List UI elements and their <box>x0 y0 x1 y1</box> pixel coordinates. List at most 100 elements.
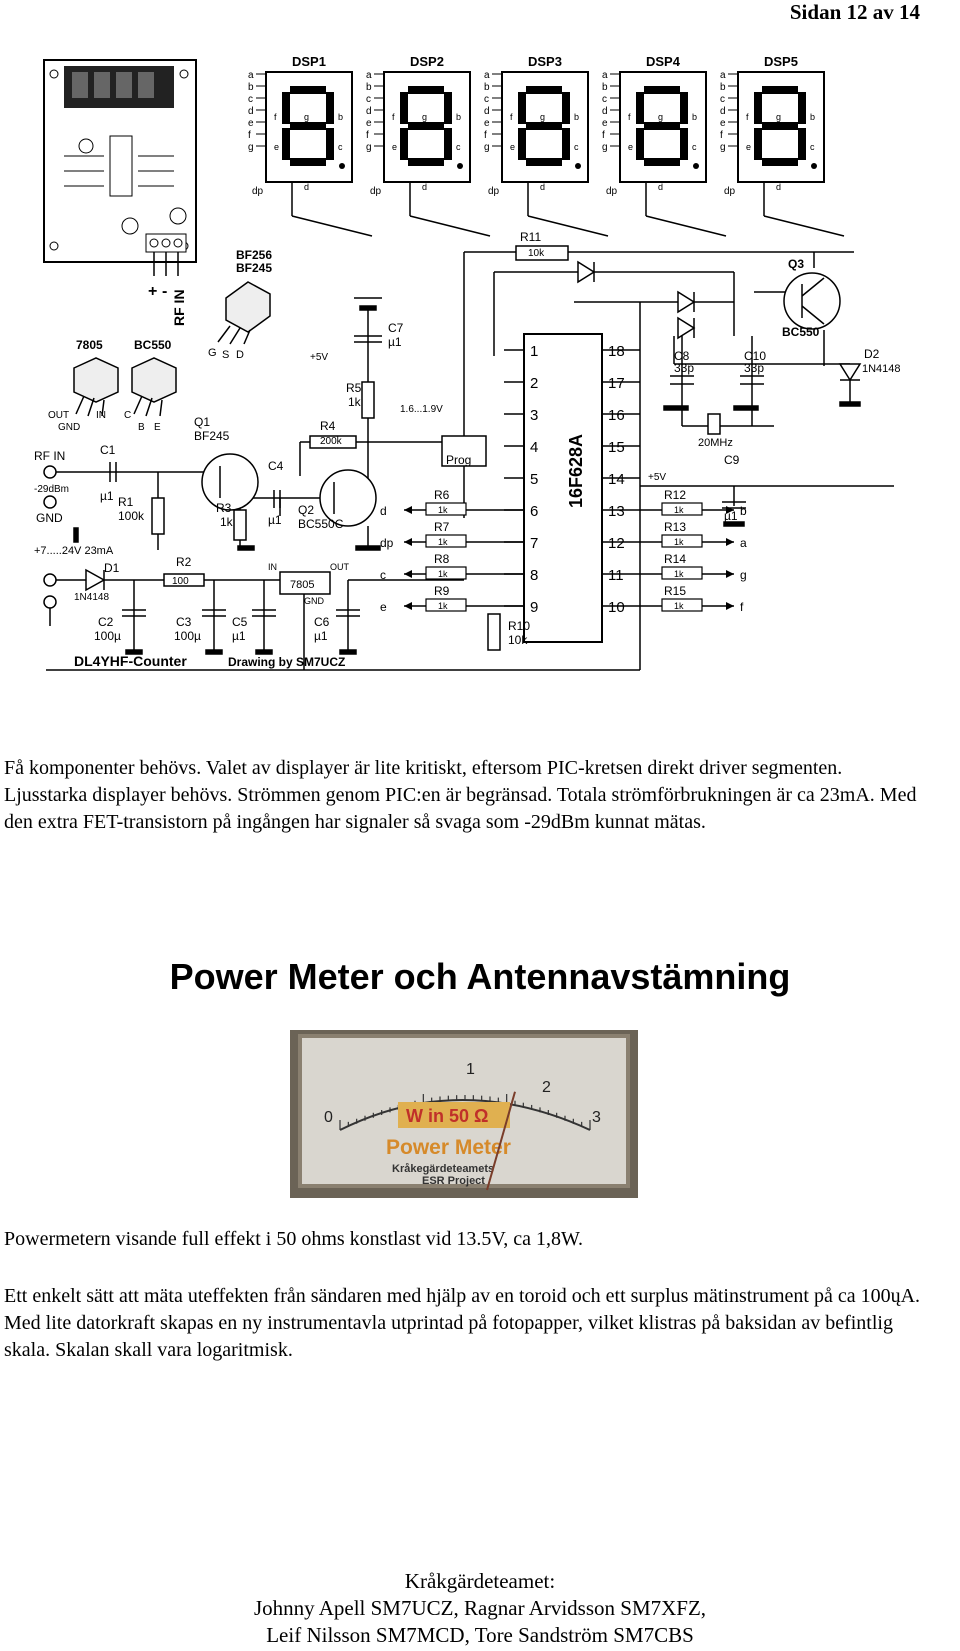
r10-label: R10 <box>508 619 530 633</box>
seg-label-g: g <box>540 112 545 122</box>
segment-pin-label: a <box>248 70 254 81</box>
prog-label: Prog <box>446 453 471 467</box>
footer-members-2: Leif Nilsson SM7MCD, Tore Sandström SM7C… <box>266 1623 694 1647</box>
seg-label-b: b <box>338 112 343 122</box>
segment-pin-label: c <box>248 94 253 105</box>
resistor-value: 1k <box>674 537 684 547</box>
seg-label-e: e <box>628 142 633 152</box>
resistor-body <box>425 534 467 548</box>
segment-pin-label: g <box>602 142 608 153</box>
r2-label: R2 <box>176 555 192 569</box>
c1-label: C1 <box>100 443 116 457</box>
crystal-symbol <box>707 413 721 435</box>
segment-bar <box>444 128 452 160</box>
section-title: Power Meter och Antennavstämning <box>169 956 791 997</box>
segment-pin-label: e <box>366 118 372 129</box>
segment-pin-label: a <box>602 70 608 81</box>
r10-value: 10k <box>508 633 528 647</box>
signal-label: f <box>740 600 744 614</box>
segment-bar <box>290 122 326 130</box>
resistor-value: 1k <box>438 537 448 547</box>
segment-bar <box>644 122 680 130</box>
arrow-head <box>404 506 412 514</box>
pic-pin-number: 15 <box>608 439 625 456</box>
seg-label-b: b <box>692 112 697 122</box>
r11-value: 10k <box>528 248 545 259</box>
segment-bar <box>408 122 444 130</box>
scale-label-0: 0 <box>324 1109 333 1126</box>
r2-resistor <box>163 573 205 587</box>
resistor-value: 1k <box>438 569 448 579</box>
segment-bar <box>762 86 798 94</box>
signal-label: g <box>740 568 747 582</box>
r3-resistor <box>233 509 247 541</box>
c10-value: 33p <box>744 361 764 375</box>
r5-value: 1k <box>348 395 362 409</box>
seg-label-g: g <box>422 112 427 122</box>
seg-label-c: c <box>456 142 461 152</box>
segment-bar <box>408 158 444 166</box>
seg-label-f: f <box>392 112 395 122</box>
segment-bar <box>644 86 680 94</box>
pic-pin-number: 18 <box>608 343 625 360</box>
reg-label: 7805 <box>290 579 314 591</box>
segment-pin-label: d <box>366 106 372 117</box>
c2-label: C2 <box>98 615 114 629</box>
scale-label-3: 3 <box>592 1109 601 1126</box>
segment-bar <box>290 86 326 94</box>
r1-resistor <box>151 497 165 535</box>
crystal-label: 20MHz <box>698 437 733 449</box>
pkg-out-label: OUT <box>48 410 69 421</box>
resistor-ref: R12 <box>664 488 686 502</box>
reg-out-label: OUT <box>330 562 350 572</box>
input-gnd-label: GND <box>36 511 63 525</box>
pin-d-label: D <box>236 349 244 361</box>
arrow-head <box>404 602 412 610</box>
component-symbols <box>43 245 862 655</box>
r3-label: R3 <box>216 501 232 515</box>
segment-pin-label: d <box>720 106 726 117</box>
dp-label: dp <box>370 186 382 197</box>
seg-label-g: g <box>776 112 781 122</box>
pin-g-label: G <box>208 347 217 359</box>
seg-label-d: d <box>540 182 545 192</box>
seg-label-c: c <box>810 142 815 152</box>
segment-pin-label: g <box>366 142 372 153</box>
pic-pin-number: 1 <box>530 343 538 360</box>
seg-label-e: e <box>510 142 515 152</box>
pic-pin-number: 16 <box>608 407 625 424</box>
resistor-ref: R8 <box>434 552 450 566</box>
seg-label-b: b <box>810 112 815 122</box>
r4-resistor <box>309 435 357 449</box>
c8-value: 33p <box>674 361 694 375</box>
pic-pin-number: 13 <box>608 503 625 520</box>
segment-pin-label: b <box>602 82 608 93</box>
reg-in-label: IN <box>268 562 277 572</box>
resistor-value: 1k <box>438 505 448 515</box>
paragraph-powermeter: Powermetern visande full effekt i 50 ohm… <box>4 1228 583 1250</box>
reg-gnd-label: GND <box>304 596 325 606</box>
d1-diode <box>85 568 106 592</box>
pkg-bc550-label: BC550 <box>134 338 172 352</box>
segment-pin-label: f <box>720 130 723 141</box>
segment-bar <box>798 92 806 124</box>
d1-type: 1N4148 <box>74 592 109 603</box>
segment-pin-label: a <box>720 70 726 81</box>
segment-pin-label: e <box>484 118 490 129</box>
segment-pin-label: d <box>248 106 254 117</box>
resistor-value: 1k <box>674 601 684 611</box>
caption-left: DL4YHF-Counter <box>74 653 187 669</box>
rf-level-label: -29dBm <box>34 484 69 495</box>
pic-pin-number: 14 <box>608 471 625 488</box>
paragraph-method: Ett enkelt sätt att mäta uteffekten från… <box>4 1285 921 1361</box>
dp-label: dp <box>488 186 500 197</box>
seg-label-e: e <box>274 142 279 152</box>
r4-value: 200k <box>320 436 343 447</box>
resistor-body <box>661 534 703 548</box>
segment-bar <box>400 92 408 124</box>
arrow-head <box>726 538 734 546</box>
arrow-head <box>404 570 412 578</box>
